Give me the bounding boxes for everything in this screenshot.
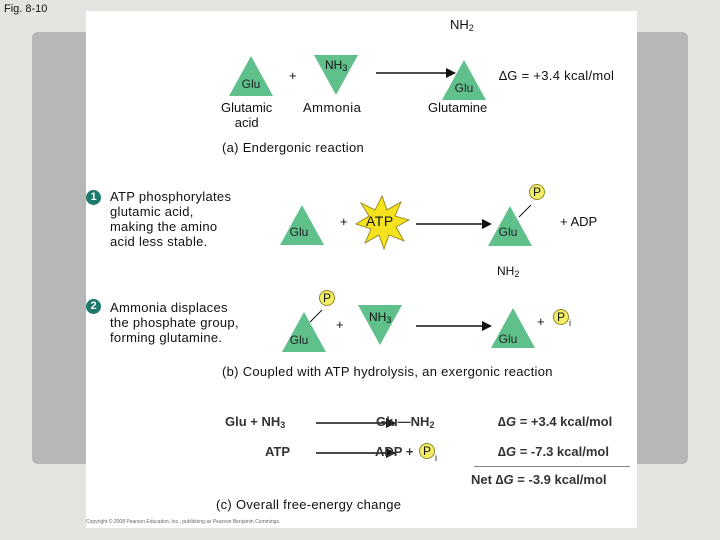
inorganic-phosphate-circle-b2: P <box>553 309 569 325</box>
reaction-arrow-icon <box>316 418 396 428</box>
caption-a: (a) Endergonic reaction <box>222 140 365 155</box>
nh2-label-a: NH2 <box>450 17 474 33</box>
pi-subscript-c: i <box>435 453 437 463</box>
copyright-credit: Copyright © 2008 Pearson Education, Inc.… <box>86 519 281 525</box>
figure-panel: Glu + NH3 NH2 Glu ∆G = +3.4 kcal/mol Glu… <box>86 11 637 528</box>
nh3-label-b2: NH3 <box>369 310 392 325</box>
eq1-right: Glu—NH2 <box>376 414 435 430</box>
plus-sign-b2: + <box>336 317 344 332</box>
phosphate-bond-icon <box>518 204 532 218</box>
glu-label-a-right: Glu <box>454 81 474 95</box>
step-2-badge: 2 <box>86 299 101 314</box>
eq2-left: ATP <box>265 444 291 459</box>
eq1-left: Glu + NH3 <box>225 414 286 430</box>
glu-label-a-left: Glu <box>241 77 261 91</box>
reaction-arrow-icon <box>316 448 396 458</box>
plus-sign-a: + <box>289 68 297 83</box>
inorganic-phosphate-circle-c: P <box>419 443 435 459</box>
plus-sign-b1: + <box>340 214 348 229</box>
phosphate-circle-b2: P <box>319 290 335 306</box>
label-glutamine: Glutamine <box>428 100 488 115</box>
label-ammonia: Ammonia <box>303 100 362 115</box>
atp-starburst-icon <box>355 194 410 250</box>
delta-g-a: ∆G = +3.4 kcal/mol <box>499 68 615 83</box>
phosphate-bond-icon <box>309 309 323 323</box>
reaction-arrow-icon <box>416 321 492 331</box>
plus-adp-b1: + ADP <box>560 214 598 229</box>
nh3-label-a: NH3 <box>325 58 348 73</box>
reaction-arrow-icon <box>416 219 492 229</box>
eq2-delta-g: ∆G = -7.3 kcal/mol <box>498 444 609 459</box>
eq1-delta-g: ∆G = +3.4 kcal/mol <box>498 414 613 429</box>
plus-sign-b2-product: + <box>537 314 545 329</box>
figure-label: Fig. 8-10 <box>4 3 48 15</box>
glu-label-b2-product: Glu <box>498 332 518 346</box>
label-glutamic-acid: Glutamic acid <box>221 100 273 130</box>
glu-label-b1: Glu <box>289 225 309 239</box>
reaction-arrow-icon <box>376 68 456 78</box>
nh2-label-b2: NH2 <box>497 264 520 279</box>
eq2-right: ADP + <box>375 444 414 459</box>
atp-label-b1: ATP <box>366 213 394 229</box>
glu-label-b1-product: Glu <box>498 225 518 239</box>
glu-label-b2: Glu <box>289 333 309 347</box>
step-1-text: ATP phosphorylates glutamic acid, making… <box>110 189 232 249</box>
step-2-text: Ammonia displaces the phosphate group, f… <box>110 300 239 345</box>
step-1-badge: 1 <box>86 190 101 205</box>
caption-c: (c) Overall free-energy change <box>216 497 402 512</box>
sum-divider <box>474 466 630 467</box>
pi-subscript-b2: i <box>569 318 571 328</box>
phosphate-circle-b1: P <box>529 184 545 200</box>
caption-b: (b) Coupled with ATP hydrolysis, an exer… <box>222 364 553 379</box>
eq3-net: Net ∆G = -3.9 kcal/mol <box>471 472 607 487</box>
